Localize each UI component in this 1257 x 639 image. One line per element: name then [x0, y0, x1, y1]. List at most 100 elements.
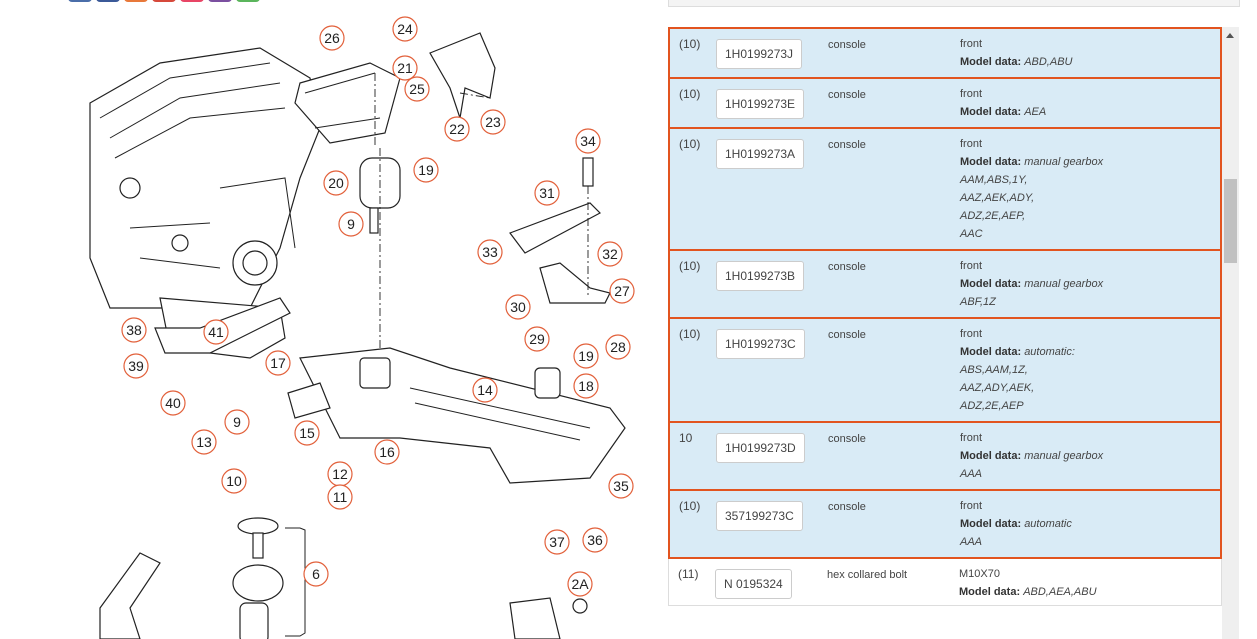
- position-number: (10): [679, 499, 701, 513]
- callout-31[interactable]: 31: [534, 180, 560, 206]
- callout-27[interactable]: 27: [609, 278, 635, 304]
- callout-22[interactable]: 22: [444, 116, 470, 142]
- callout-29[interactable]: 29: [524, 326, 550, 352]
- callout-20[interactable]: 20: [323, 170, 349, 196]
- callout-33[interactable]: 33: [477, 239, 503, 265]
- share-google-button[interactable]: [152, 0, 176, 2]
- callout-39[interactable]: 39: [123, 353, 149, 379]
- scroll-thumb[interactable]: [1224, 179, 1237, 263]
- svg-text:19: 19: [578, 348, 594, 364]
- model-data-value: ABS,AAM,1Z,: [960, 364, 1028, 376]
- svg-text:23: 23: [485, 114, 501, 130]
- model-data-label: Model data:: [960, 106, 1022, 118]
- svg-text:27: 27: [614, 283, 630, 299]
- scrollbar[interactable]: [1222, 27, 1239, 639]
- callout-32[interactable]: 32: [597, 241, 623, 267]
- position-number: (10): [679, 327, 701, 341]
- callout-17[interactable]: 17: [265, 350, 291, 376]
- upper-bracket-drawing: [294, 32, 496, 148]
- model-data-value: ADZ,2E,AEP: [960, 400, 1024, 412]
- callout-41[interactable]: 41: [203, 319, 229, 345]
- callout-12[interactable]: 12: [327, 461, 353, 487]
- callout-28[interactable]: 28: [605, 334, 631, 360]
- part-number-field[interactable]: 357199273C: [716, 501, 803, 531]
- svg-text:36: 36: [587, 532, 603, 548]
- part-number-field[interactable]: 1H0199273B: [716, 261, 805, 291]
- part-description: M10X70: [959, 568, 1000, 580]
- callout-14[interactable]: 14: [472, 377, 498, 403]
- share-linkedin-button[interactable]: [96, 0, 120, 2]
- callout-36[interactable]: 36: [582, 527, 608, 553]
- part-number-field[interactable]: 1H0199273D: [716, 433, 805, 463]
- model-data-value: manual gearbox: [1024, 450, 1104, 462]
- svg-text:12: 12: [332, 466, 348, 482]
- callout-9[interactable]: 9: [224, 409, 250, 435]
- model-data-value: AAM,ABS,1Y,: [960, 174, 1028, 186]
- callout-35[interactable]: 35: [608, 473, 634, 499]
- callout-16[interactable]: 16: [374, 439, 400, 465]
- svg-text:29: 29: [529, 331, 545, 347]
- share-yahoo-button[interactable]: [208, 0, 232, 2]
- part-number-field[interactable]: 1H0199273J: [716, 39, 803, 69]
- model-data-value: automatic: [1024, 518, 1072, 530]
- svg-text:17: 17: [270, 355, 286, 371]
- model-data-value: AAA: [960, 468, 983, 480]
- svg-text:21: 21: [397, 60, 413, 76]
- part-number-field[interactable]: N 0195324: [715, 569, 792, 599]
- part-number-field[interactable]: 1H0199273E: [716, 89, 805, 119]
- share-facebook-button[interactable]: [68, 0, 92, 2]
- callout-19[interactable]: 19: [413, 157, 439, 183]
- svg-text:20: 20: [328, 175, 344, 191]
- part-description: front: [960, 432, 983, 444]
- callout-21[interactable]: 21: [392, 55, 418, 81]
- callout-38[interactable]: 38: [121, 317, 147, 343]
- lower-right-drawing: [509, 597, 588, 639]
- callout-2A[interactable]: 2A: [567, 571, 593, 597]
- callout-13[interactable]: 13: [191, 429, 217, 455]
- callout-19[interactable]: 19: [573, 343, 599, 369]
- callout-11[interactable]: 11: [327, 484, 353, 510]
- scroll-up-arrow-icon[interactable]: [1226, 33, 1234, 38]
- part-number-cell: 1H0199273E: [716, 87, 828, 121]
- callout-23[interactable]: 23: [480, 109, 506, 135]
- mount-drawing: [359, 148, 401, 368]
- model-data-value: ABD,ABU: [1024, 56, 1073, 68]
- model-data: Model data: ABD,ABU: [960, 53, 1220, 71]
- callout-26[interactable]: 26: [319, 25, 345, 51]
- callout-34[interactable]: 34: [575, 128, 601, 154]
- callout-18[interactable]: 18: [573, 373, 599, 399]
- share-pinterest-button[interactable]: [180, 0, 204, 2]
- position-number: (11): [678, 567, 699, 581]
- svg-text:31: 31: [539, 185, 555, 201]
- callout-24[interactable]: 24: [392, 16, 418, 42]
- svg-text:35: 35: [613, 478, 629, 494]
- callout-37[interactable]: 37: [544, 529, 570, 555]
- part-number-field[interactable]: 1H0199273A: [716, 139, 805, 169]
- callout-10[interactable]: 10: [221, 468, 247, 494]
- callout-15[interactable]: 15: [294, 420, 320, 446]
- parts-diagram: 26 24 21 25 22 23 20 19 9 34 31 33 32 27 30 29 28 19 18 38 4…: [70, 8, 660, 639]
- part-number-cell: 1H0199273J: [716, 37, 828, 71]
- callout-9[interactable]: 9: [338, 211, 364, 237]
- callout-6[interactable]: 6: [303, 561, 329, 587]
- callout-30[interactable]: 30: [505, 294, 531, 320]
- position-number: (10): [679, 87, 701, 101]
- part-number-field[interactable]: 1H0199273C: [716, 329, 805, 359]
- part-number-cell: 1H0199273B: [716, 259, 828, 311]
- svg-text:25: 25: [409, 81, 425, 97]
- callout-40[interactable]: 40: [160, 390, 186, 416]
- share-blogger-button[interactable]: [124, 0, 148, 2]
- share-whatsapp-button[interactable]: [236, 0, 260, 2]
- callout-25[interactable]: 25: [404, 76, 430, 102]
